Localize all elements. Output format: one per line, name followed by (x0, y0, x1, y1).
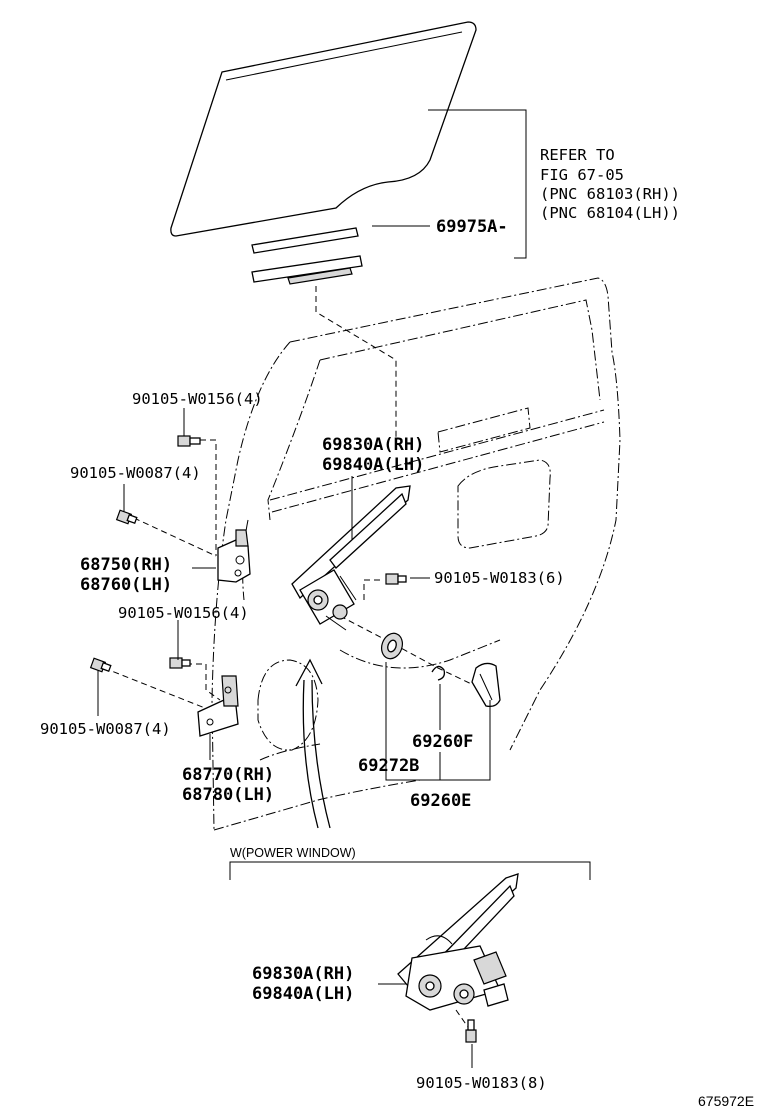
callout-regulator-lh: 69840A(LH) (322, 455, 424, 475)
hinge-upper[interactable] (217, 529, 251, 583)
callout-cushion: 69272B (358, 756, 419, 776)
cushion-grommet-leader (385, 662, 491, 781)
bolt-lower-b-icon[interactable] (89, 657, 112, 673)
bolt-dashed-line-3 (186, 663, 221, 701)
callout-power-bolt: 90105-W0183(8) (416, 1074, 547, 1092)
bolt-dashed-line-2 (133, 517, 217, 557)
bolt-dashed-line-4 (103, 667, 211, 711)
callout-power-regulator-rh: 69830A(RH) (252, 964, 354, 984)
bolt-power-regulator-icon[interactable] (455, 1009, 477, 1043)
hinge-lower[interactable] (197, 675, 239, 737)
callout-regulator-rh: 69830A(RH) (322, 435, 424, 455)
door-glass[interactable] (170, 21, 477, 237)
door-panel[interactable] (211, 277, 621, 831)
glass-run-lower[interactable] (251, 255, 363, 285)
refer-note-line1: REFER TO (540, 146, 615, 164)
bolt-upper-b-icon[interactable] (115, 509, 138, 525)
install-arrow-icon (295, 658, 331, 829)
callout-hinge-lower-lh: 68780(LH) (182, 785, 274, 805)
bolt-regulator-icon[interactable] (385, 573, 407, 585)
grommet-69260f[interactable] (431, 665, 446, 681)
callout-grommet-f: 69260F (412, 732, 473, 752)
callout-grommet-e: 69260E (410, 791, 471, 811)
callout-hinge-upper-lh: 68760(LH) (80, 575, 172, 595)
refer-bracket (428, 109, 527, 259)
diagram-id: 675972E (698, 1093, 754, 1109)
power-window-bracket (229, 861, 591, 880)
grommet-69260e[interactable] (471, 662, 501, 708)
reg-bolt-dashed-line (363, 579, 380, 600)
cushion-69272b[interactable] (378, 630, 406, 661)
callout-bolt-upper-1: 90105-W0156(4) (132, 390, 263, 408)
glass-dashed-line (315, 286, 397, 440)
callout-power-regulator-lh: 69840A(LH) (252, 984, 354, 1004)
bolt-upper-a-icon[interactable] (177, 435, 201, 447)
grommet-dashed-line (339, 615, 485, 691)
refer-note-line4: (PNC 68104(LH)) (540, 204, 680, 222)
callout-hinge-upper-rh: 68750(RH) (80, 555, 172, 575)
callout-bolt-regulator: 90105-W0183(6) (434, 569, 565, 587)
callout-bolt-lower-1: 90105-W0156(4) (118, 604, 249, 622)
callout-bolt-lower-2: 90105-W0087(4) (40, 720, 171, 738)
refer-note-line3: (PNC 68103(RH)) (540, 185, 680, 203)
callout-bolt-upper-2: 90105-W0087(4) (70, 464, 201, 482)
refer-note-line2: FIG 67-05 (540, 166, 624, 184)
power-window-title: W(POWER WINDOW) (230, 846, 356, 860)
glass-run-upper[interactable] (251, 227, 359, 254)
window-regulator-manual[interactable] (291, 485, 411, 631)
callout-glass-run: 69975A- (436, 217, 508, 237)
bolt-dashed-line-1 (200, 439, 217, 556)
bolt-lower-a-icon[interactable] (169, 657, 191, 669)
window-regulator-power[interactable] (397, 873, 519, 1011)
callout-hinge-lower-rh: 68770(RH) (182, 765, 274, 785)
